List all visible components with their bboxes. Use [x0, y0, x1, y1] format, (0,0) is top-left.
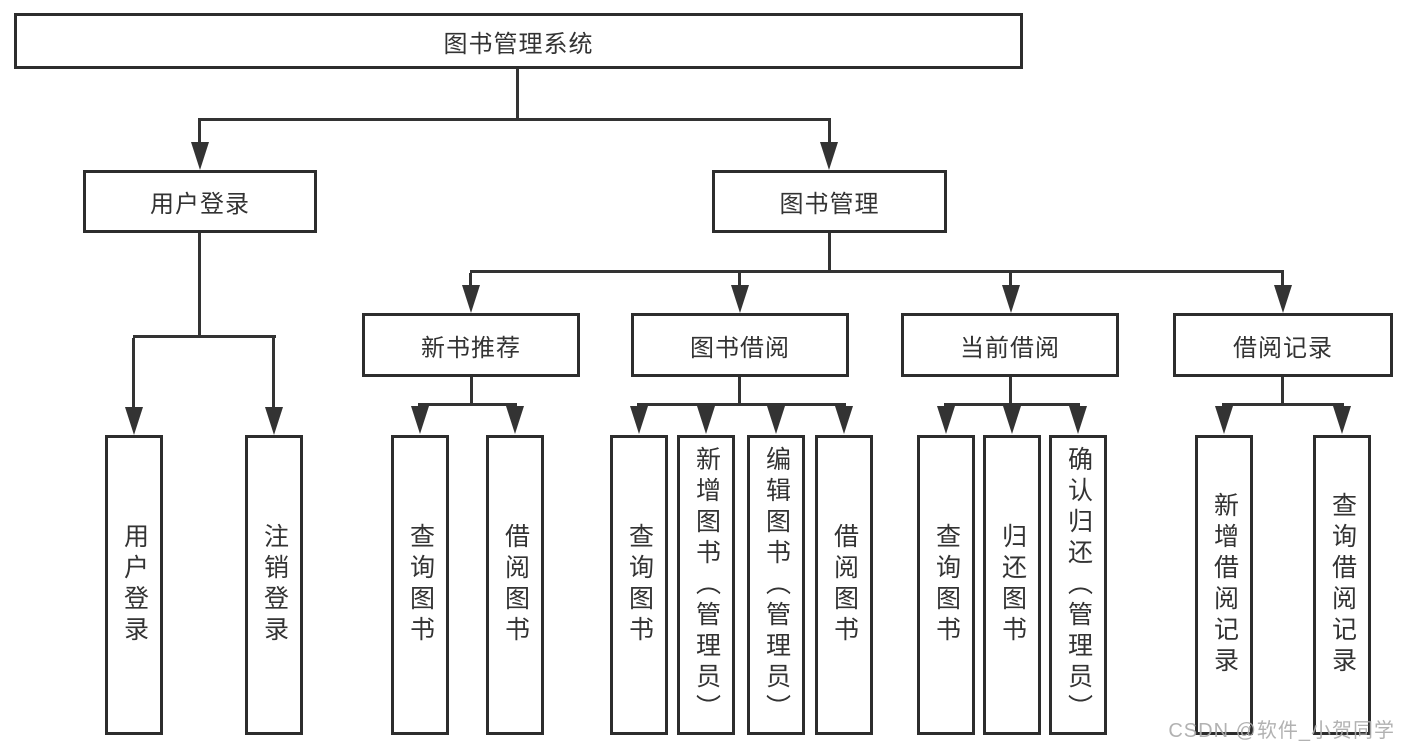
connector-borrow-record-stub	[1281, 273, 1284, 289]
connector-book-mgmt-horizontal	[470, 270, 1284, 273]
arrowhead-group4-leaf2	[1333, 406, 1351, 434]
arrowhead-book-borrow	[731, 285, 749, 313]
leaf-add-books-admin: 新增图书（管理员）	[677, 435, 735, 735]
node-library-management-system: 图书管理系统	[14, 13, 1023, 69]
leaf-return-books: 归还图书	[983, 435, 1041, 735]
arrowhead-group3-leaf3	[1069, 406, 1087, 434]
connector-group3-vertical	[1009, 377, 1012, 405]
arrowhead-group3-leaf2	[1003, 406, 1021, 434]
node-book-borrowing: 图书借阅	[631, 313, 849, 377]
arrowhead-login-leaf	[125, 407, 143, 435]
node-current-borrowing: 当前借阅	[901, 313, 1119, 377]
leaf-borrow-books-borrowing: 借阅图书	[815, 435, 873, 735]
arrowhead-group4-leaf1	[1215, 406, 1233, 434]
arrowhead-group2-leaf2	[697, 406, 715, 434]
arrowhead-new-book	[462, 285, 480, 313]
connector-group1-vertical	[470, 377, 473, 405]
leaf-edit-books-admin: 编辑图书（管理员）	[747, 435, 805, 735]
connector-group1-horizontal	[418, 403, 517, 406]
connector-group3-horizontal	[944, 403, 1080, 406]
connector-book-borrow-stub	[738, 273, 741, 289]
arrowhead-group2-leaf3	[767, 406, 785, 434]
connector-root-horizontal	[198, 118, 831, 121]
connector-group4-horizontal	[1222, 403, 1344, 406]
connector-group2-vertical	[738, 377, 741, 405]
connector-login-leaf-stub	[132, 338, 135, 409]
arrowhead-current-borrow	[1002, 285, 1020, 313]
node-borrowing-records: 借阅记录	[1173, 313, 1393, 377]
leaf-confirm-return-admin: 确认归还（管理员）	[1049, 435, 1107, 735]
arrowhead-borrow-record	[1274, 285, 1292, 313]
leaf-user-login: 用户登录	[105, 435, 163, 735]
connector-user-login-horizontal	[133, 335, 276, 338]
arrowhead-group2-leaf1	[630, 406, 648, 434]
leaf-query-books-recommend: 查询图书	[391, 435, 449, 735]
csdn-watermark: CSDN @软件_小贺同学	[1168, 720, 1395, 742]
connector-current-borrow-stub	[1009, 273, 1012, 289]
connector-user-login-vertical	[198, 233, 201, 338]
leaf-borrow-books-recommend: 借阅图书	[486, 435, 544, 735]
arrowhead-group2-leaf4	[835, 406, 853, 434]
leaf-add-borrow-record: 新增借阅记录	[1195, 435, 1253, 735]
leaf-query-books-current: 查询图书	[917, 435, 975, 735]
connector-logout-leaf-stub	[272, 338, 275, 409]
arrowhead-group3-leaf1	[937, 406, 955, 434]
leaf-query-books-borrowing: 查询图书	[610, 435, 668, 735]
connector-group4-vertical	[1281, 377, 1284, 405]
connector-book-mgmt-vertical	[828, 233, 831, 270]
arrowhead-book-management	[820, 142, 838, 170]
node-new-book-recommendation: 新书推荐	[362, 313, 580, 377]
arrowhead-user-login	[191, 142, 209, 170]
arrowhead-group1-leaf1	[411, 406, 429, 434]
connector-book-management-stub	[828, 121, 831, 148]
connector-user-login-stub	[198, 121, 201, 148]
leaf-logout: 注销登录	[245, 435, 303, 735]
node-user-login: 用户登录	[83, 170, 317, 233]
leaf-query-borrow-record: 查询借阅记录	[1313, 435, 1371, 735]
connector-root-vertical	[516, 69, 519, 118]
arrowhead-group1-leaf2	[506, 406, 524, 434]
arrowhead-logout-leaf	[265, 407, 283, 435]
node-book-management: 图书管理	[712, 170, 947, 233]
connector-group2-horizontal	[637, 403, 846, 406]
connector-new-book-stub	[469, 273, 472, 289]
